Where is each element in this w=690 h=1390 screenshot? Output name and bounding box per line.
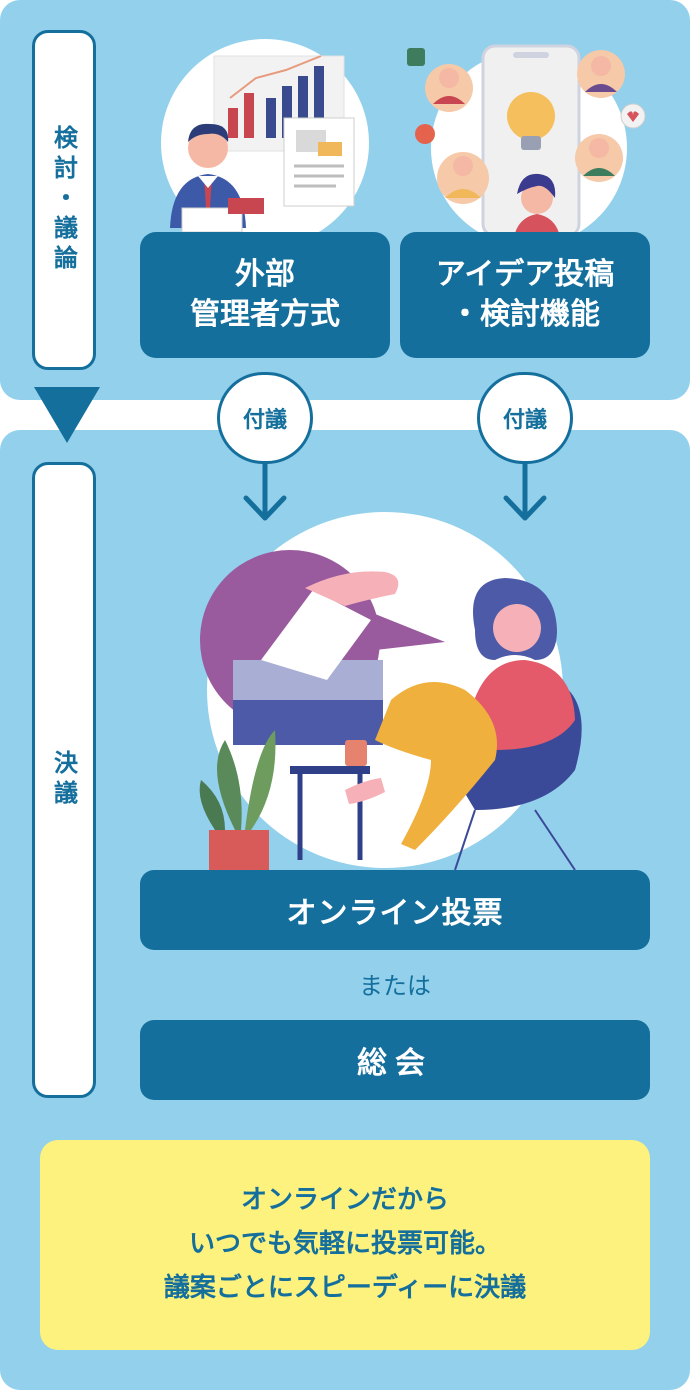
submit-pill-left: 付議 bbox=[217, 372, 313, 464]
online-voting-illustration bbox=[199, 512, 582, 870]
external-manager-line1: 外部 bbox=[235, 256, 295, 292]
general-meeting-box: 総会 bbox=[140, 1020, 650, 1100]
arrow-down-icon bbox=[503, 462, 547, 521]
benefit-note-line1: オンラインだから bbox=[240, 1185, 449, 1216]
idea-posting-box: アイデア投稿 ・検討機能 bbox=[400, 232, 650, 358]
discussion-stage-text: 検討・議論 bbox=[49, 125, 78, 275]
discussion-stage-label: 検討・議論 bbox=[32, 30, 96, 370]
idea-posting-line1: アイデア投稿 bbox=[435, 256, 615, 292]
decision-stage-text: 決議 bbox=[49, 750, 78, 810]
online-vote-text: オンライン投票 bbox=[286, 896, 504, 931]
submit-pill-right-text: 付議 bbox=[502, 408, 547, 433]
external-manager-line2: 管理者方式 bbox=[190, 297, 340, 332]
stage-flow-arrow-icon bbox=[34, 387, 100, 443]
general-meeting-text: 総会 bbox=[357, 1046, 433, 1081]
benefit-note-line2: いつでも気軽に投票可能。 bbox=[188, 1229, 501, 1260]
or-text: または bbox=[359, 972, 431, 1000]
benefit-note-line3: 議案ごとにスピーディーに決議 bbox=[163, 1272, 527, 1303]
benefit-note: オンラインだから いつでも気軽に投票可能。 議案ごとにスピーディーに決議 bbox=[40, 1140, 650, 1350]
idea-posting-illustration bbox=[407, 44, 646, 246]
external-manager-box: 外部 管理者方式 bbox=[140, 232, 390, 358]
idea-posting-line2: ・検討機能 bbox=[450, 297, 600, 332]
online-vote-box: オンライン投票 bbox=[140, 870, 650, 950]
submit-pill-left-text: 付議 bbox=[242, 408, 287, 433]
decision-stage-label: 決議 bbox=[32, 462, 96, 1098]
external-manager-illustration bbox=[161, 39, 369, 247]
submit-pill-right: 付議 bbox=[477, 372, 573, 464]
arrow-down-icon bbox=[243, 462, 287, 521]
